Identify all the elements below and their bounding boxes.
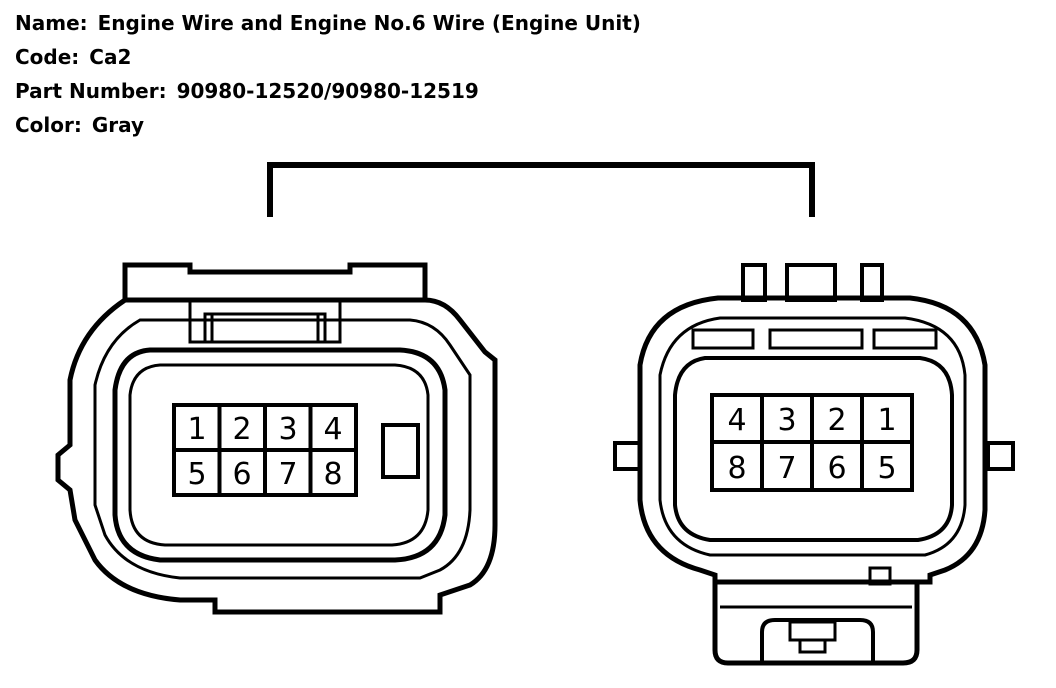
part-number-label: Part Number:	[15, 79, 167, 103]
color-row: Color: Gray	[15, 110, 641, 144]
name-value: Engine Wire and Engine No.6 Wire (Engine…	[97, 11, 641, 35]
connector-info: Name: Engine Wire and Engine No.6 Wire (E…	[15, 8, 641, 144]
male-pin: 5	[877, 451, 896, 486]
code-label: Code:	[15, 45, 80, 69]
connection-bracket	[267, 162, 815, 217]
female-pin: 2	[232, 412, 251, 447]
color-label: Color:	[15, 113, 82, 137]
name-row: Name: Engine Wire and Engine No.6 Wire (E…	[15, 8, 641, 42]
female-pin: 3	[278, 412, 297, 447]
part-number-value: 90980-12520/90980-12519	[176, 79, 479, 103]
code-row: Code: Ca2	[15, 42, 641, 76]
male-pin: 7	[777, 451, 796, 486]
male-pin: 1	[877, 403, 896, 438]
code-value: Ca2	[89, 45, 132, 69]
female-connector	[55, 262, 498, 615]
male-pin-grid: 4 3 2 1 8 7 6 5	[710, 393, 914, 492]
male-pin: 3	[777, 403, 796, 438]
color-value: Gray	[91, 113, 145, 137]
male-pin: 4	[727, 403, 746, 438]
female-pin: 7	[278, 457, 297, 492]
part-number-row: Part Number: 90980-12520/90980-12519	[15, 76, 641, 110]
female-pin: 8	[323, 457, 342, 492]
male-connector	[613, 263, 1015, 666]
female-pin: 1	[187, 412, 206, 447]
female-pin: 6	[232, 457, 251, 492]
male-pin: 8	[727, 451, 746, 486]
male-pin: 2	[827, 403, 846, 438]
female-pin-grid: 1 2 3 4 5 6 7 8	[172, 403, 358, 497]
female-pin: 5	[187, 457, 206, 492]
male-pin: 6	[827, 451, 846, 486]
name-label: Name:	[15, 11, 88, 35]
female-pin: 4	[323, 412, 342, 447]
